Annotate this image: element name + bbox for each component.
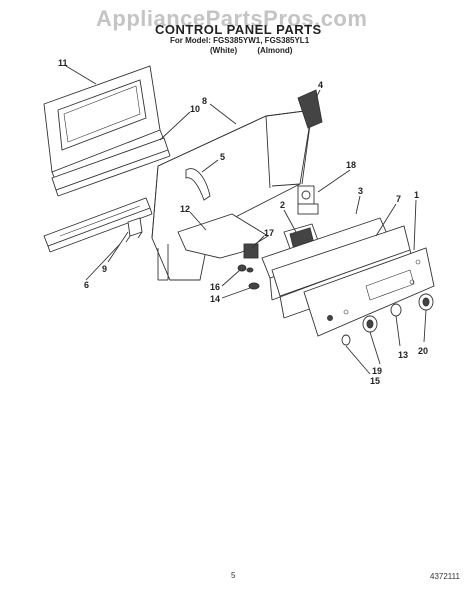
part-18-switch — [297, 185, 319, 215]
part-4-end-cap — [297, 89, 323, 129]
callout-10: 10 — [190, 104, 200, 114]
callout-9: 9 — [102, 264, 107, 274]
part-5-clip — [185, 168, 211, 201]
callout-16: 16 — [210, 282, 220, 292]
callout-11: 11 — [58, 58, 68, 68]
color-white: (White) — [210, 46, 238, 55]
callout-3: 3 — [358, 186, 363, 196]
part-17-connector — [243, 243, 259, 259]
callout-15: 15 — [370, 376, 380, 386]
callout-6: 6 — [84, 280, 89, 290]
callout-2: 2 — [280, 200, 285, 210]
callout-19: 19 — [372, 366, 382, 376]
part-15-spacer — [341, 334, 351, 346]
part-16-fastener — [237, 264, 254, 273]
callout-8: 8 — [202, 96, 207, 106]
callout-13: 13 — [398, 350, 408, 360]
callout-4: 4 — [318, 80, 323, 90]
part-1-front-panel — [303, 247, 435, 337]
color-almond: (Almond) — [257, 46, 293, 55]
page-title: CONTROL PANEL PARTS — [155, 22, 322, 37]
watermark: AppliancePartsPros.com — [96, 6, 368, 31]
callout-labels: 11 10 8 4 5 18 2 3 7 1 12 17 9 6 16 14 1… — [58, 58, 428, 386]
callout-14: 14 — [210, 294, 220, 304]
callout-17: 17 — [264, 228, 274, 238]
model-line: For Model: FGS385YW1, FGS385YL1 — [170, 36, 310, 45]
callout-7: 7 — [396, 194, 401, 204]
part-20-knob — [418, 293, 434, 311]
callout-20: 20 — [418, 346, 428, 356]
callout-1: 1 — [414, 190, 419, 200]
document-number: 4372111 — [430, 572, 460, 581]
part-14-fastener — [248, 282, 260, 290]
part-6-bracket — [125, 217, 143, 243]
part-19-knob — [362, 315, 378, 333]
color-line: (White) (Almond) — [210, 46, 310, 55]
part-10-trim-strip — [51, 137, 171, 197]
callout-18: 18 — [346, 160, 356, 170]
page-number: 5 — [231, 571, 236, 580]
callout-12: 12 — [180, 204, 190, 214]
callout-5: 5 — [220, 152, 225, 162]
part-13-spacer — [390, 303, 402, 317]
part-9-lower-rail — [43, 197, 153, 253]
leader-lines — [65, 65, 427, 375]
